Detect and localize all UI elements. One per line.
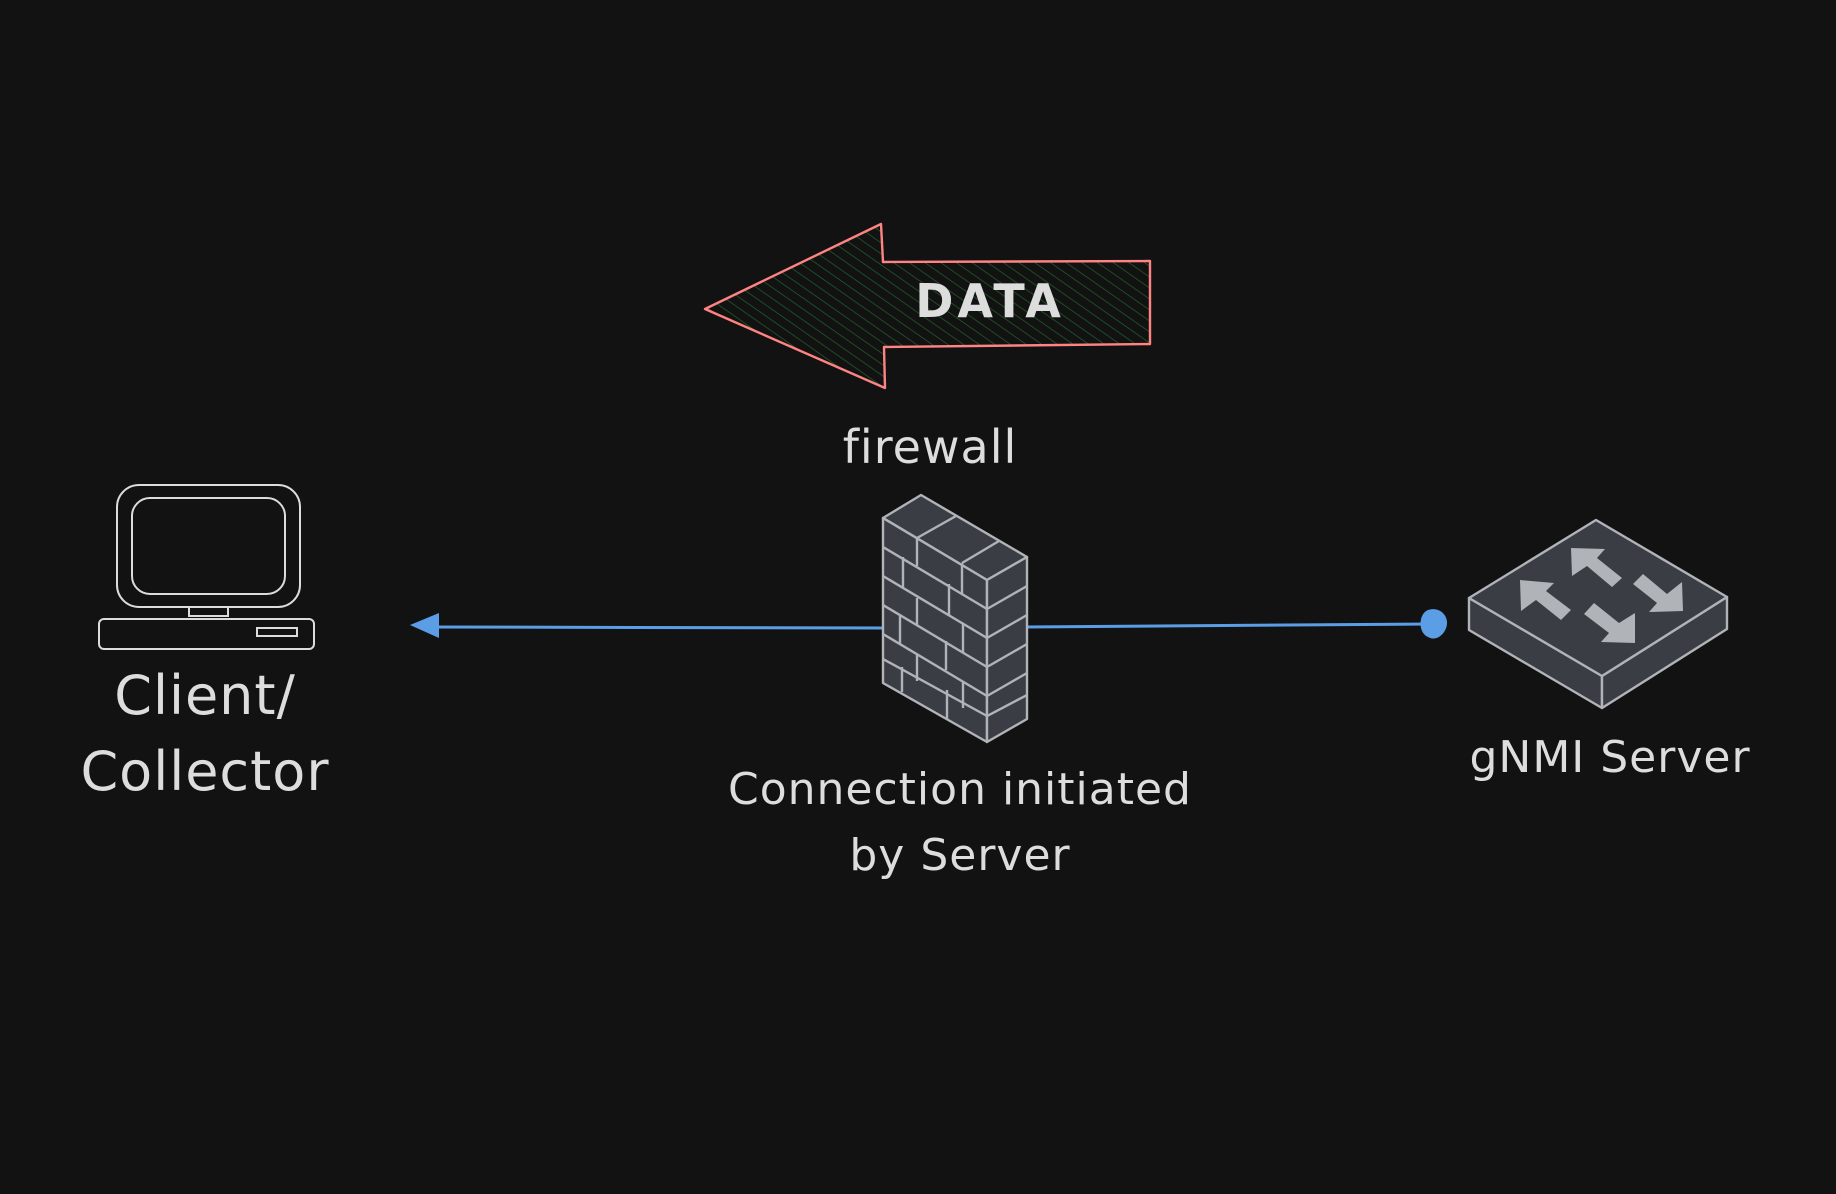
connection-label-line2: by Server: [849, 830, 1071, 881]
server-label: gNMI Server: [1469, 732, 1751, 783]
client-label-line2: Collector: [80, 740, 330, 803]
data-arrow: [703, 222, 1152, 390]
connection-start-dot: [1420, 609, 1448, 639]
computer-icon: [98, 484, 315, 650]
connection-line: [410, 609, 1448, 639]
connection-label-line1: Connection initiated: [728, 764, 1192, 815]
data-arrow-shape: [703, 222, 1152, 390]
firewall-icon: [881, 493, 1029, 744]
data-arrow-label: DATA: [915, 274, 1065, 328]
firewall-label: firewall: [842, 420, 1018, 474]
client-label-line1: Client/: [114, 664, 296, 727]
network-switch-icon: [1467, 518, 1729, 710]
arrowhead-icon: [410, 613, 439, 638]
